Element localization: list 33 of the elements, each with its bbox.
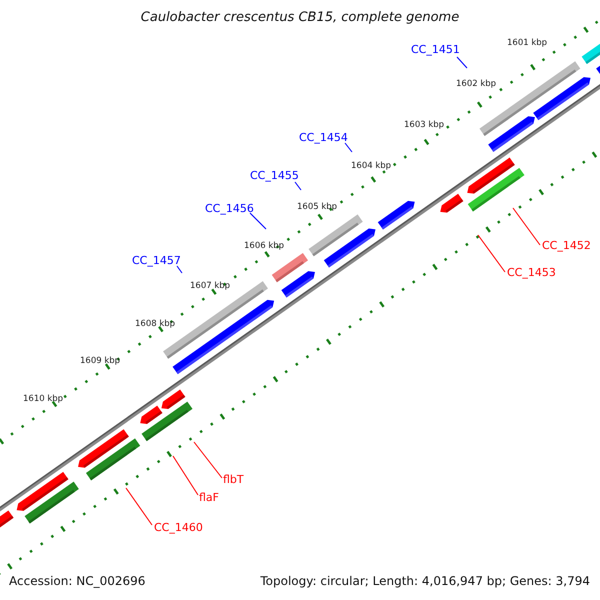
- gene-label: CC_1460: [154, 522, 203, 533]
- leader-line: [478, 234, 506, 272]
- gene-label: CC_1452: [542, 240, 591, 251]
- leader-line: [194, 442, 222, 478]
- gene-label: CC_1456: [205, 203, 254, 214]
- gene-label: CC_1454: [299, 132, 348, 143]
- scale-label: 1610 kbp: [23, 395, 64, 404]
- gene-label: flaF: [199, 492, 219, 503]
- scale-label: 1606 kbp: [244, 242, 284, 250]
- scale-label: 1607 kbp: [190, 282, 230, 290]
- gene-label: CC_1451: [411, 44, 460, 55]
- leader-line: [172, 456, 198, 496]
- gene-label: flbT: [223, 474, 244, 485]
- leader-line: [512, 208, 540, 246]
- scale-label: 1603 kbp: [404, 121, 444, 130]
- leader-line: [456, 56, 468, 68]
- footer-text: Topology: circular; Length: 4,016,947 bp; Genes: 3,794: [260, 575, 590, 587]
- title: Caulobacter crescentus CB15, complete genome: [140, 11, 460, 24]
- scale-label: 1602 kbp: [456, 80, 496, 88]
- leader-line: [126, 488, 152, 526]
- leader-line: [294, 182, 302, 190]
- scale-label: 1609 kbp: [80, 357, 120, 366]
- leader-line: [176, 266, 182, 274]
- gene-label: CC_1453: [507, 267, 556, 278]
- leader-line: [344, 142, 352, 152]
- scale-label: 1601 kbp: [507, 39, 548, 48]
- gene-label: CC_1455: [250, 170, 299, 181]
- scale-label: 1608 kbp: [135, 320, 176, 328]
- scale-label: 1604 kbp: [351, 162, 392, 170]
- footer-text: Accession: NC_002696: [9, 575, 146, 587]
- gene-label: CC_1457: [132, 255, 181, 266]
- leader-line: [250, 212, 266, 230]
- scale-label: 1605 kbp: [297, 203, 338, 212]
